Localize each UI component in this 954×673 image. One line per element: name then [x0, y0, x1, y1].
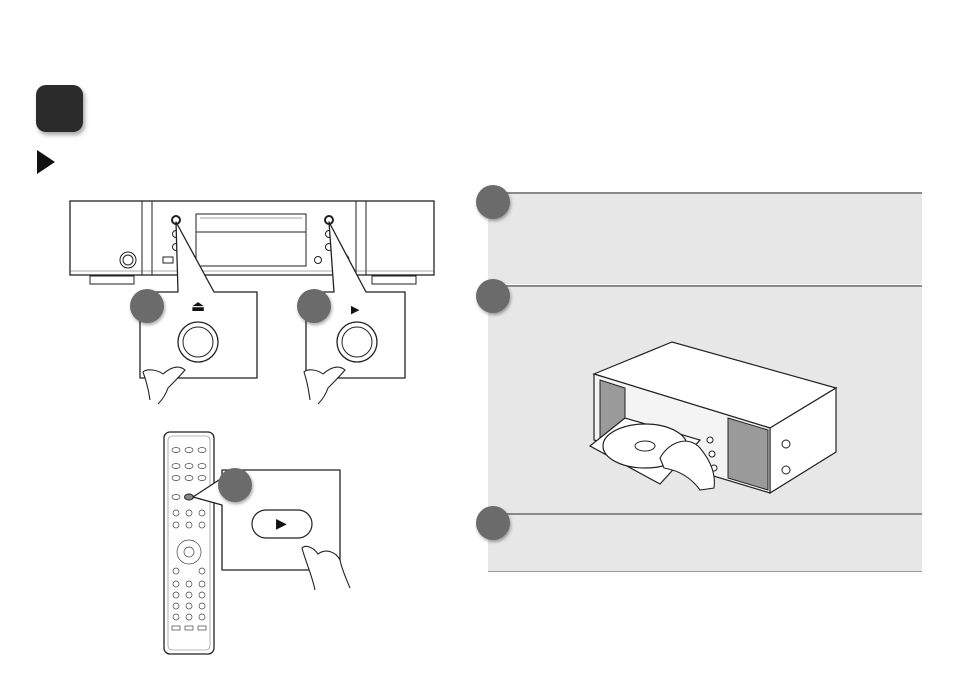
remote-play-step-badge [218, 468, 252, 502]
step1-badge [476, 185, 510, 219]
step-number-badge [36, 85, 83, 132]
front-eject-step-badge [130, 289, 164, 323]
front-play-step-badge [297, 289, 331, 323]
step3-badge [476, 506, 510, 540]
step3-rule [488, 513, 922, 515]
play-symbol: ▶ [351, 304, 360, 316]
step1-rule [488, 192, 922, 194]
step1-panel [488, 194, 922, 284]
step3-panel [488, 515, 922, 572]
eject-symbol: ⏏ [191, 298, 206, 315]
step2-rule [488, 285, 922, 287]
section-play-icon [37, 150, 55, 174]
step2-badge [476, 279, 510, 313]
remote-play-symbol: ▶ [276, 515, 287, 531]
